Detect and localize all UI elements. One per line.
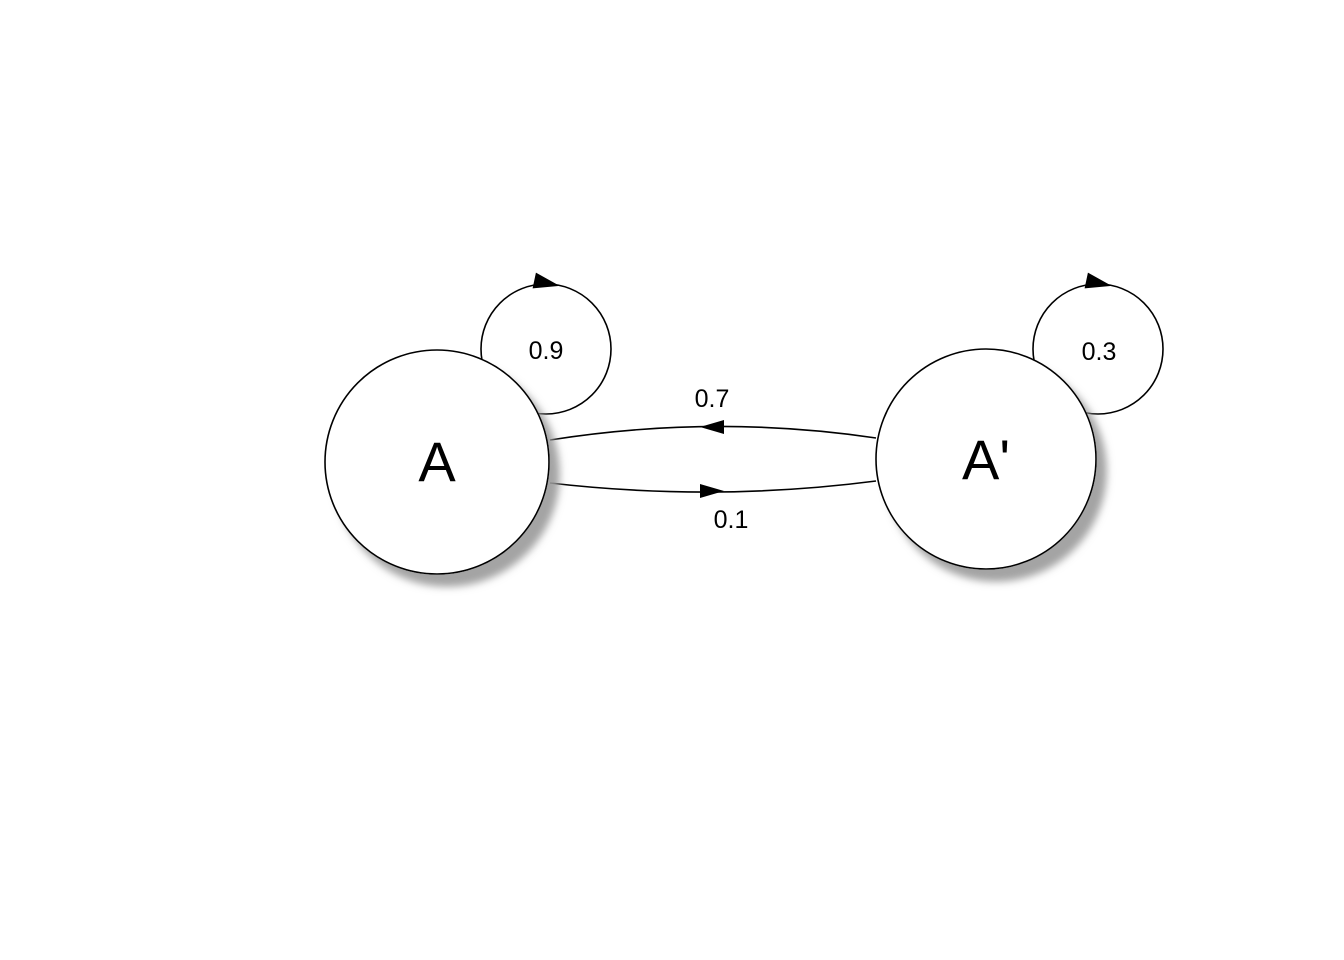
state-node-a-prime — [875, 348, 1097, 570]
state-node-a — [324, 349, 550, 575]
self-loop-a-arrowhead-icon — [532, 272, 560, 289]
edge-right-arrowhead-icon — [700, 484, 724, 498]
edge-left-arrowhead-icon — [700, 420, 724, 434]
self-loop-a-prime-arrowhead-icon — [1084, 272, 1112, 289]
self-loop-a-prime-probability-label: 0.3 — [1082, 338, 1117, 366]
state-node-a-prime-label: A' — [962, 428, 1010, 491]
state-node-a-label: A — [418, 430, 456, 493]
edge-a-to-a-prime-probability-label: 0.1 — [714, 506, 749, 534]
self-loop-a-probability-label: 0.9 — [529, 337, 564, 365]
edge-a-prime-to-a-probability-label: 0.7 — [695, 385, 730, 413]
